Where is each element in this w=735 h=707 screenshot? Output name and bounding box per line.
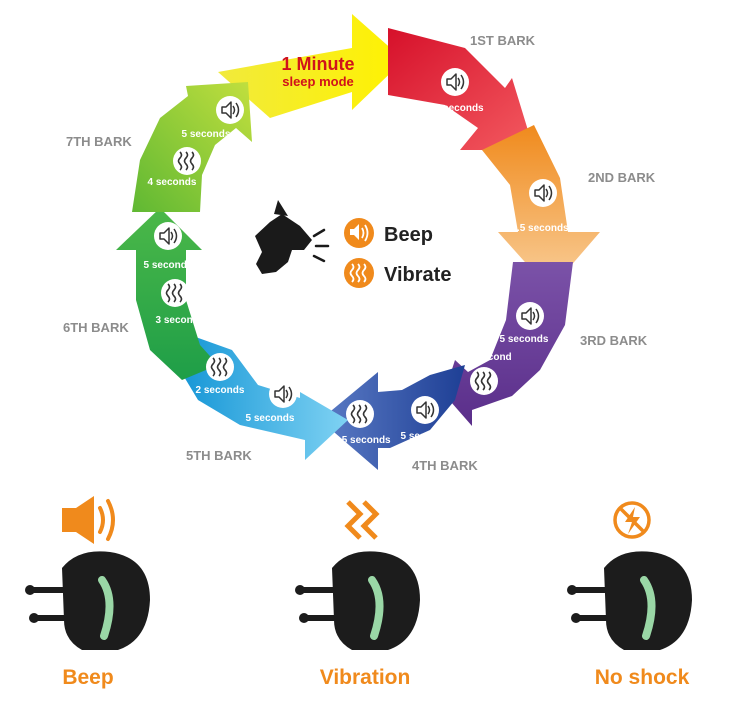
vibration-mode-icon bbox=[344, 500, 380, 540]
bark-5-vibrate-duration: 2 seconds bbox=[196, 385, 245, 396]
bark-5-beep-duration: 5 seconds bbox=[246, 413, 295, 424]
bark-6-vibrate-duration: 3 seconds bbox=[156, 315, 205, 326]
speaker-icon bbox=[440, 67, 470, 97]
bark-3-beep-duration: 5 seconds bbox=[500, 334, 549, 345]
bark-6-beep-duration: 5 seconds bbox=[144, 260, 193, 271]
bark-3-vibrate-duration: 1 second bbox=[468, 352, 511, 363]
bark-1-beep-duration: 1.5 seconds bbox=[426, 103, 484, 114]
vibration-wave-icon bbox=[345, 399, 375, 429]
bark-7-vibrate-duration: 4 seconds bbox=[148, 177, 197, 188]
mode-label-vibration: Vibration bbox=[320, 666, 411, 689]
speaker-icon bbox=[410, 395, 440, 425]
mode-label-beep: Beep bbox=[62, 666, 113, 689]
mode-label-no-shock: No shock bbox=[595, 666, 690, 689]
speaker-icon bbox=[153, 221, 183, 251]
bark-2-label: 2ND BARK bbox=[588, 170, 656, 185]
sleep-mode-title: 1 Minute bbox=[281, 54, 354, 74]
arrow-sleep bbox=[218, 14, 404, 118]
bark-2-beep-duration: 2.5 seconds bbox=[511, 223, 569, 234]
bark-3-label: 3RD BARK bbox=[580, 333, 648, 348]
sleep-mode-subtitle: sleep mode bbox=[282, 74, 354, 89]
collar-device-no-shock bbox=[567, 551, 692, 650]
beep-mode-icon bbox=[62, 496, 115, 544]
speaker-icon bbox=[215, 95, 245, 125]
speaker-icon bbox=[515, 301, 545, 331]
bark-7-label: 7TH BARK bbox=[66, 134, 132, 149]
vibration-wave-icon bbox=[469, 366, 499, 396]
no-shock-icon bbox=[613, 501, 651, 539]
vibration-wave-icon bbox=[172, 146, 202, 176]
bark-5-label: 5TH BARK bbox=[186, 448, 252, 463]
arrow-bark-4 bbox=[320, 365, 465, 470]
bark-6-label: 6TH BARK bbox=[63, 320, 129, 335]
vibration-wave-icon bbox=[160, 278, 190, 308]
bark-4-beep-duration: 5 seconds bbox=[401, 431, 450, 442]
bark-4-label: 4TH BARK bbox=[412, 458, 478, 473]
bark-7-beep-duration: 5 seconds bbox=[182, 129, 231, 140]
arrow-bark-2 bbox=[482, 125, 600, 290]
bark-4-vibrate-duration: 1.5 seconds bbox=[333, 435, 391, 446]
speaker-icon bbox=[268, 379, 298, 409]
legend-vibrate-icon bbox=[344, 258, 374, 288]
collar-device-beep bbox=[25, 551, 150, 650]
legend-beep-label: Beep bbox=[384, 224, 433, 246]
legend-beep-icon bbox=[344, 218, 374, 248]
collar-device-vibration bbox=[295, 551, 420, 650]
legend-vibrate-label: Vibrate bbox=[384, 264, 451, 286]
bark-1-label: 1ST BARK bbox=[470, 33, 536, 48]
vibration-wave-icon bbox=[205, 352, 235, 382]
speaker-icon bbox=[528, 178, 558, 208]
barking-dog-icon bbox=[255, 200, 330, 274]
